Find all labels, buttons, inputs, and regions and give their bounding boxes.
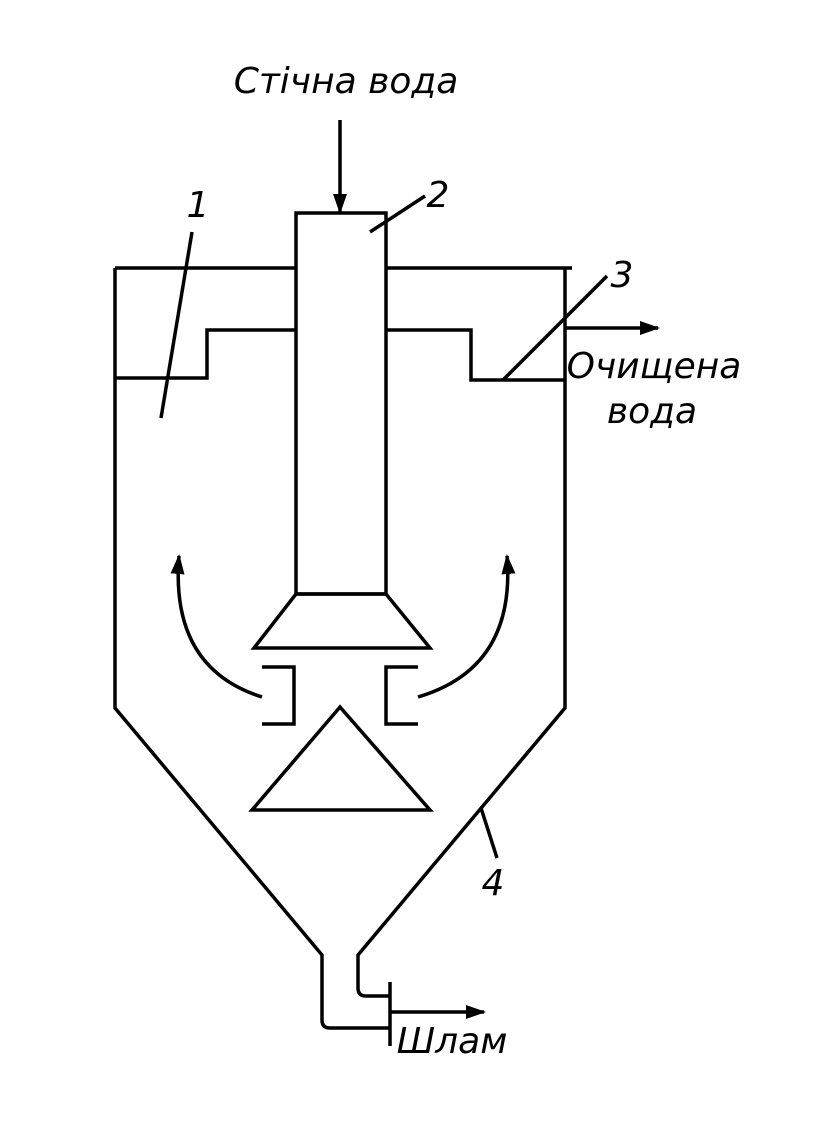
vessel-left-wall	[113, 268, 390, 1030]
outflow-label-line2: вода	[607, 391, 697, 432]
baffle-right	[384, 665, 418, 726]
part-label-4: 4	[482, 863, 505, 904]
trough-right	[386, 328, 565, 382]
leader-line-4	[479, 807, 499, 859]
leader-line-1	[159, 231, 194, 419]
trough-left	[115, 328, 296, 380]
part-label-2: 2	[427, 175, 450, 216]
deflector-cone	[250, 592, 434, 650]
part-label-1: 1	[187, 185, 210, 226]
leader-line-2	[369, 194, 426, 234]
inflow-label: Стічна вода	[234, 61, 459, 102]
vessel-right-wall	[356, 268, 567, 998]
sludge-label: Шлам	[397, 1021, 508, 1062]
central-feed-tube	[294, 211, 388, 596]
flow-arrow-left	[170, 554, 263, 699]
baffle-left	[262, 665, 296, 726]
outflow-label-line1: Очищена	[567, 346, 742, 387]
leader-line-3	[501, 274, 609, 382]
reflector-triangle	[248, 704, 434, 812]
flow-arrow-right	[417, 554, 516, 699]
part-label-3: 3	[611, 255, 634, 296]
